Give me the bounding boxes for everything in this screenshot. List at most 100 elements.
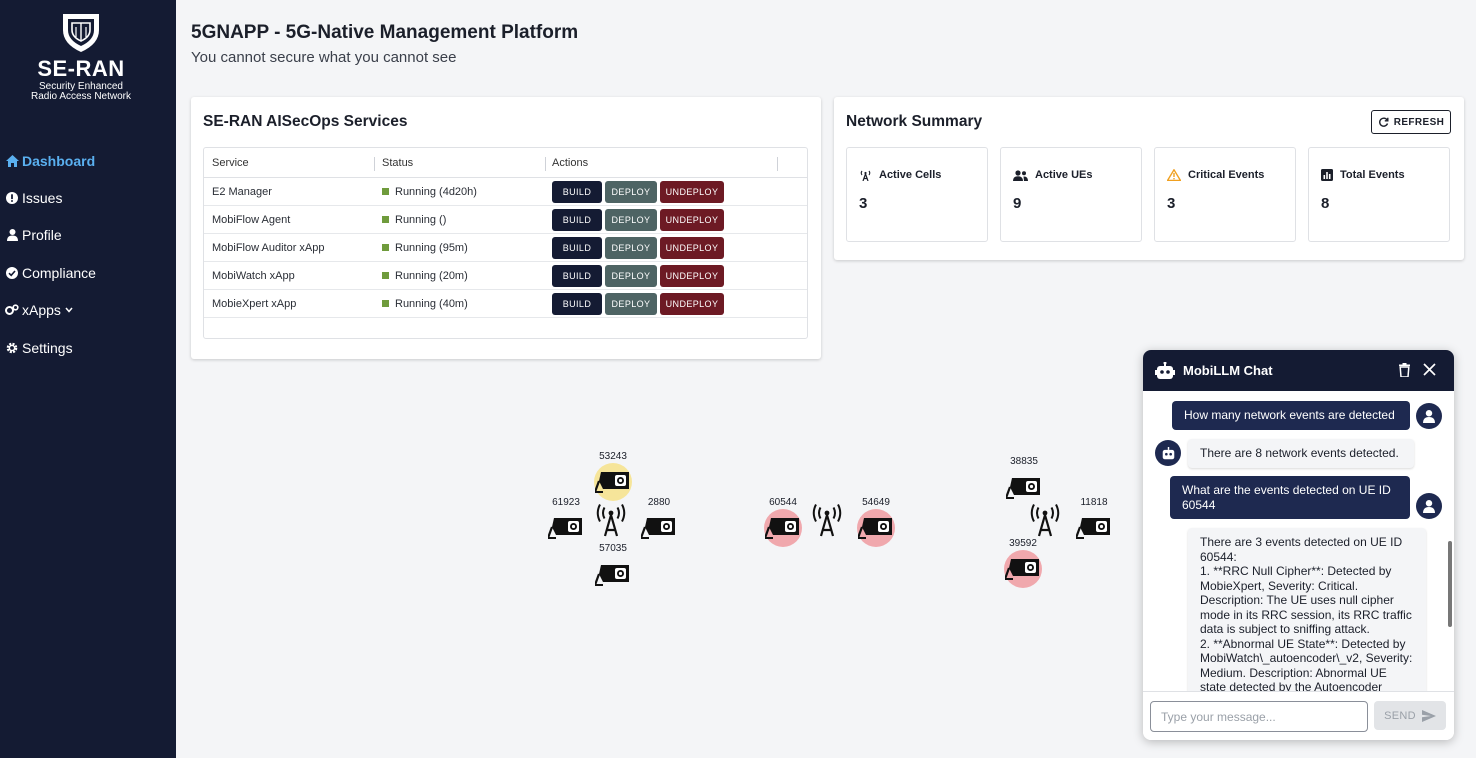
chat-header: MobiLLM Chat bbox=[1143, 350, 1454, 391]
ue-device-icon bbox=[1005, 559, 1039, 580]
sidebar-item-settings[interactable]: Settings bbox=[0, 329, 176, 366]
ue-node[interactable] bbox=[857, 509, 895, 547]
ue-device-icon bbox=[548, 518, 582, 539]
undeploy-button[interactable]: UNDEPLOY bbox=[660, 236, 724, 259]
sidebar-item-label: xApps bbox=[22, 302, 61, 319]
build-button[interactable]: BUILD bbox=[552, 180, 602, 203]
ue-node[interactable] bbox=[594, 556, 632, 594]
ue-device-icon bbox=[1006, 478, 1040, 499]
brand-name: SE-RAN bbox=[37, 56, 125, 81]
stat-active-ues: Active UEs 9 bbox=[1000, 147, 1142, 242]
refresh-label: REFRESH bbox=[1393, 116, 1445, 128]
antenna-icon bbox=[860, 170, 871, 181]
table-header: Service Status Actions bbox=[204, 148, 807, 178]
stat-label-text: Critical Events bbox=[1188, 169, 1265, 181]
undeploy-button[interactable]: UNDEPLOY bbox=[660, 264, 724, 287]
user-avatar bbox=[1416, 403, 1442, 429]
undeploy-button[interactable]: UNDEPLOY bbox=[660, 292, 724, 315]
cell-tower[interactable] bbox=[1028, 503, 1062, 537]
ue-node[interactable] bbox=[1075, 509, 1113, 547]
brand-tagline-2: Radio Access Network bbox=[30, 91, 132, 102]
ue-id-label: 2880 bbox=[647, 497, 671, 508]
page-title: 5GNAPP - 5G-Native Management Platform bbox=[191, 22, 579, 43]
send-button[interactable]: SEND bbox=[1374, 701, 1446, 730]
build-button[interactable]: BUILD bbox=[552, 264, 602, 287]
ue-id-label: 53243 bbox=[599, 451, 627, 462]
user-icon bbox=[1423, 499, 1435, 513]
build-button[interactable]: BUILD bbox=[552, 208, 602, 231]
service-status: Running () bbox=[375, 214, 546, 226]
sidebar-item-xapps[interactable]: xApps bbox=[0, 292, 176, 329]
ue-node[interactable] bbox=[594, 463, 632, 501]
trash-icon[interactable] bbox=[1399, 363, 1410, 377]
status-indicator-icon bbox=[382, 216, 389, 224]
alert-icon bbox=[5, 191, 19, 205]
ue-id-label: 39592 bbox=[1009, 538, 1037, 549]
status-indicator-icon bbox=[382, 244, 389, 252]
refresh-button[interactable]: REFRESH bbox=[1371, 110, 1451, 134]
service-status: Running (4d20h) bbox=[375, 186, 546, 198]
cogs-icon bbox=[5, 303, 19, 317]
ue-node[interactable] bbox=[640, 509, 678, 547]
chat-panel: MobiLLM Chat How many network events are… bbox=[1143, 350, 1454, 740]
sidebar-item-label: Settings bbox=[22, 339, 73, 356]
shield-logo-icon bbox=[63, 14, 99, 52]
deploy-button[interactable]: DEPLOY bbox=[605, 236, 657, 259]
sidebar-item-dashboard[interactable]: Dashboard bbox=[0, 142, 176, 179]
service-name: MobiFlow Agent bbox=[212, 213, 291, 226]
stat-value: 3 bbox=[859, 195, 868, 212]
cell-tower-icon bbox=[1030, 504, 1060, 537]
sidebar-nav: Dashboard Issues Profile Compliance xApp… bbox=[0, 142, 176, 366]
sidebar-item-issues[interactable]: Issues bbox=[0, 179, 176, 216]
user-icon bbox=[5, 228, 19, 242]
network-summary-card: Network Summary REFRESH Active Cells 3 A… bbox=[834, 97, 1464, 260]
network-summary-title: Network Summary bbox=[846, 113, 983, 130]
deploy-button[interactable]: DEPLOY bbox=[605, 180, 657, 203]
cell-tower[interactable] bbox=[810, 503, 844, 537]
chat-message-bot: There are 3 events detected on UE ID 605… bbox=[1188, 528, 1426, 691]
undeploy-button[interactable]: UNDEPLOY bbox=[660, 180, 724, 203]
sidebar: SE-RAN Security Enhanced Radio Access Ne… bbox=[0, 0, 176, 758]
bot-avatar bbox=[1155, 440, 1181, 466]
build-button[interactable]: BUILD bbox=[552, 292, 602, 315]
chat-message-bot: There are 8 network events detected. bbox=[1188, 439, 1414, 468]
ue-node[interactable] bbox=[1004, 550, 1042, 588]
stat-label-text: Active UEs bbox=[1035, 169, 1093, 181]
build-button[interactable]: BUILD bbox=[552, 236, 602, 259]
ue-id-label: 11818 bbox=[1080, 497, 1108, 508]
cell-tower[interactable] bbox=[594, 503, 628, 537]
stat-label-text: Total Events bbox=[1340, 169, 1405, 181]
ue-device-icon bbox=[1076, 518, 1110, 539]
deploy-button[interactable]: DEPLOY bbox=[605, 264, 657, 287]
bar-chart-icon bbox=[1321, 169, 1333, 181]
undeploy-button[interactable]: UNDEPLOY bbox=[660, 208, 724, 231]
close-icon[interactable] bbox=[1423, 363, 1436, 376]
chat-message-input[interactable] bbox=[1150, 701, 1368, 732]
ue-id-label: 61923 bbox=[552, 497, 580, 508]
services-card: SE-RAN AISecOps Services Service Status … bbox=[191, 97, 821, 359]
deploy-button[interactable]: DEPLOY bbox=[605, 292, 657, 315]
deploy-button[interactable]: DEPLOY bbox=[605, 208, 657, 231]
cell-tower-icon bbox=[812, 504, 842, 537]
services-title: SE-RAN AISecOps Services bbox=[203, 113, 408, 130]
service-status: Running (40m) bbox=[375, 298, 546, 310]
service-status: Running (20m) bbox=[375, 270, 546, 282]
cell-tower-icon bbox=[596, 504, 626, 537]
ue-node[interactable] bbox=[547, 509, 585, 547]
sidebar-item-compliance[interactable]: Compliance bbox=[0, 254, 176, 291]
send-icon bbox=[1421, 709, 1436, 722]
sidebar-item-profile[interactable]: Profile bbox=[0, 217, 176, 254]
chat-scrollbar[interactable] bbox=[1448, 541, 1452, 627]
ue-node[interactable] bbox=[1005, 469, 1043, 507]
ue-node[interactable] bbox=[764, 509, 802, 547]
